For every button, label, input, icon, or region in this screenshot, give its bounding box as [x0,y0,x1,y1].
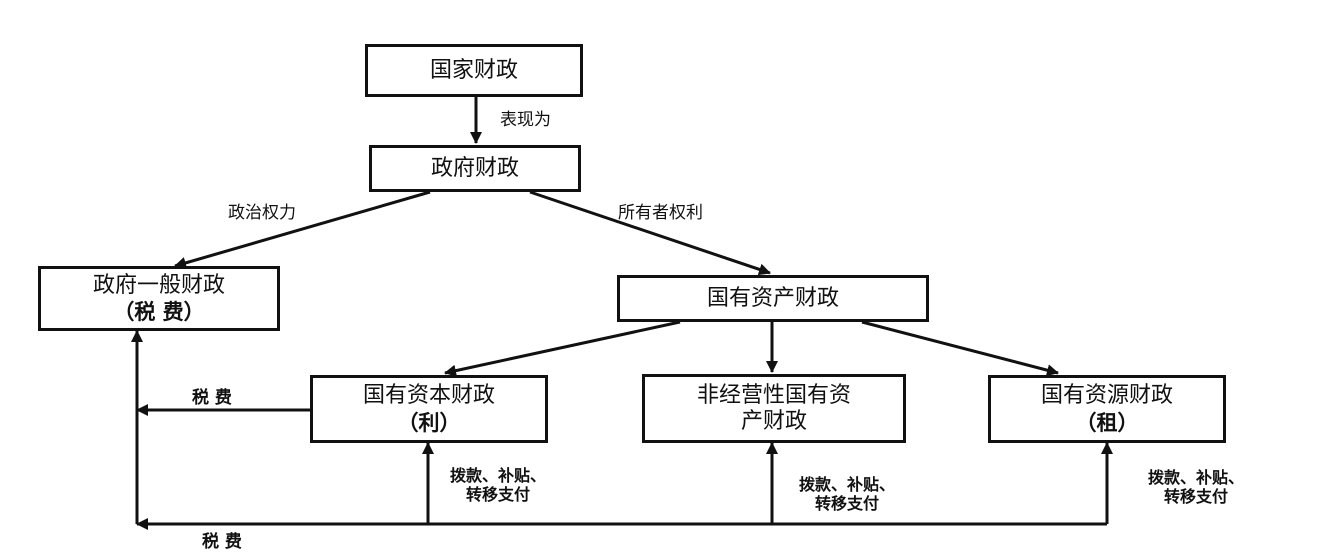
node-state-assets-finance: 国有资产财政 [617,275,929,322]
node-general-finance-sub: （税 费） [113,300,205,325]
node-state-resources-finance: 国有资源财政 （租） [988,375,1226,443]
node-state-capital-finance-sub: （利） [397,410,461,435]
label-transfers-resources-line1: 拨款、补贴、 [1147,468,1244,487]
node-general-finance: 政府一般财政 （税 费） [38,266,280,331]
node-national-finance: 国家财政 [365,44,583,97]
label-taxes-fees-mid: 税 费 [192,388,232,408]
label-ownership-rights: 所有者权利 [618,203,703,223]
node-non-operating-finance-line2: 产财政 [740,408,807,434]
arrow-state-assets-to-capital [444,320,681,377]
node-government-finance: 政府财政 [369,145,581,192]
label-transfers-capital-line1: 拨款、补贴、 [449,466,546,485]
label-transfers-non-operating-line2: 转移支付 [814,494,879,514]
label-taxes-fees-bottom: 税 费 [202,532,242,552]
label-transfers-resources: 拨款、补贴、 转移支付 [1126,468,1266,506]
arrow-state-assets-to-resources [861,320,1059,377]
label-transfers-non-operating: 拨款、补贴、 转移支付 [777,475,917,513]
label-political-power: 政治权力 [228,203,296,223]
node-state-capital-finance-title: 国有资本财政 [362,383,495,409]
node-government-finance-title: 政府财政 [430,155,519,181]
node-general-finance-title: 政府一般财政 [92,272,225,298]
node-non-operating-finance-line1: 非经营性国有资 [696,383,851,409]
label-transfers-capital-line2: 转移支付 [465,485,530,505]
label-transfers-capital: 拨款、补贴、 转移支付 [432,466,564,504]
label-manifests-as: 表现为 [500,110,551,130]
node-non-operating-finance: 非经营性国有资 产财政 [642,374,906,443]
node-state-resources-finance-title: 国有资源财政 [1040,383,1173,409]
label-transfers-resources-line2: 转移支付 [1163,487,1228,507]
node-state-resources-finance-sub: （租） [1075,410,1139,435]
arrow-government-to-general [174,190,431,269]
label-transfers-non-operating-line1: 拨款、补贴、 [798,475,895,494]
node-state-capital-finance: 国有资本财政 （利） [310,375,548,443]
node-national-finance-title: 国家财政 [429,57,518,83]
node-state-assets-finance-title: 国有资产财政 [706,285,839,311]
arrow-government-to-state-assets [529,190,771,276]
